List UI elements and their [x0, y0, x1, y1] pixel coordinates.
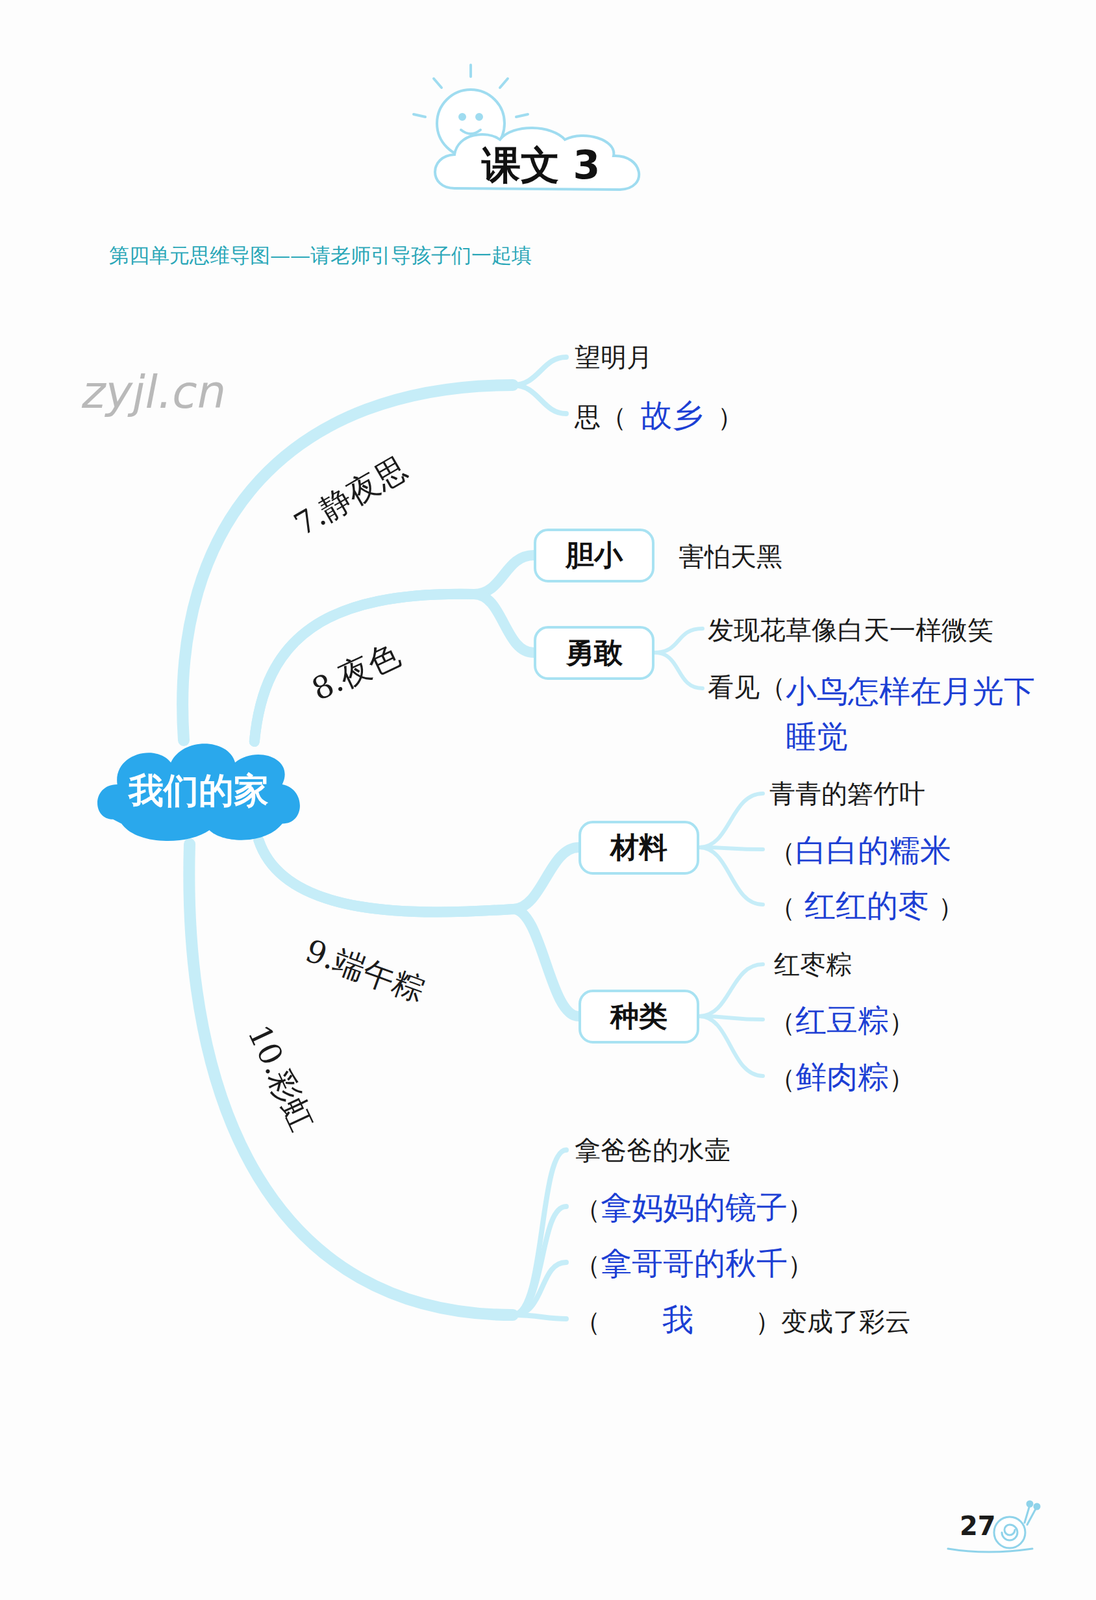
leaf-text: 红枣粽 [773, 949, 852, 980]
leaf-text: 白白的糯米 [795, 831, 952, 869]
center-cloud: 我们的家 [91, 736, 306, 846]
leaf-text: ） [787, 1194, 814, 1224]
leaf-text: 看见（ [707, 672, 786, 702]
leaf-text: ）变成了彩云 [755, 1306, 911, 1337]
page-number-row: 27 [959, 1507, 997, 1545]
category-box: 胆小 [533, 528, 655, 583]
leaf-text-row: （拿哥哥的秋千） [574, 1241, 814, 1285]
leaf-text: 拿妈妈的镜子 [600, 1188, 788, 1226]
leaf-text: （ [769, 1063, 796, 1094]
leaf-text: 小鸟怎样在月光下睡觉 [785, 668, 1046, 760]
watermark-row: zyjl.cn [81, 360, 226, 424]
leaf-text: 害怕天黑 [678, 541, 783, 572]
node-text: 胆小 [565, 536, 623, 575]
leaf-text: 故乡 [640, 396, 704, 434]
leaf-text: 拿哥哥的秋千 [600, 1244, 788, 1282]
leaf-text-row: 拿爸爸的水壶 [574, 1131, 731, 1169]
leaf-text: 青青的箬竹叶 [769, 778, 926, 809]
leaf-text-row: 青青的箬竹叶 [769, 775, 926, 812]
category-box: 材料 [578, 820, 700, 875]
branch-connector [254, 594, 534, 742]
node-text: 种类 [610, 997, 668, 1036]
branch-label: 8.夜色 [305, 633, 407, 711]
leaf-text: （ [769, 1007, 796, 1037]
branch-lines [182, 357, 763, 1319]
branch-connector [254, 555, 534, 742]
leaf-text: ） [888, 1007, 915, 1037]
branch-label: 7.静夜思 [286, 448, 415, 546]
leaf-text-row: （ 红红的枣 ） [769, 883, 965, 928]
title-text: 课文 3 [481, 139, 601, 193]
leaf-text-row: 思（ 故乡 ） [574, 393, 744, 437]
watermark: zyjl.cn [81, 365, 226, 419]
leaf-text: （ [574, 1194, 601, 1224]
leaf-text: 发现花草像白天一样微笑 [707, 614, 994, 645]
subtitle: 第四单元思维导图——请老师引导孩子们一起填 [109, 243, 532, 267]
branch-label: 9.端午粽 [299, 929, 430, 1011]
leaf-text-row: 发现花草像白天一样微笑 [707, 611, 994, 648]
leaf-text-row: （鲜肉粽） [769, 1055, 915, 1099]
node-text: 勇敢 [565, 633, 623, 673]
leaf-text: 思（ [574, 401, 627, 432]
category-box: 勇敢 [533, 625, 655, 680]
leaf-text: ） [938, 892, 965, 922]
leaf-text-row: （白白的糯米 [769, 828, 952, 872]
category-box: 种类 [578, 989, 700, 1044]
leaf-text: （ [769, 892, 796, 922]
leaf-text-row: （ 我 ）变成了彩云 [574, 1297, 911, 1342]
page-number: 27 [959, 1510, 997, 1541]
node-text: 我们的家 [128, 767, 269, 815]
subtitle-row: 第四单元思维导图——请老师引导孩子们一起填 [109, 241, 532, 270]
leaf-text: （ [769, 836, 796, 867]
leaf-text-row: 红枣粽 [773, 946, 852, 983]
leaf-text-row: （拿妈妈的镜子） [574, 1185, 814, 1230]
snail-icon [947, 1501, 1040, 1552]
leaf-text: 红豆粽 [795, 1001, 889, 1039]
leaf-text: 拿爸爸的水壶 [574, 1134, 731, 1165]
leaf-text-row: 望明月 [574, 338, 653, 376]
node-text: 材料 [610, 828, 668, 867]
leaf-text: ） [787, 1249, 814, 1280]
leaf-text: ） [717, 401, 744, 432]
leaf-text: （ [574, 1249, 601, 1280]
leaf-text-row: 害怕天黑 [678, 538, 783, 575]
leaf-text: 鲜肉粽 [795, 1058, 889, 1095]
branch-label: 10.彩虹 [238, 1018, 324, 1137]
leaf-text-row: 看见（小鸟怎样在月光下睡觉 [707, 668, 1046, 760]
leaf-text-row: （红豆粽） [769, 998, 915, 1043]
leaf-text: （ [574, 1306, 601, 1337]
leaf-text: ） [888, 1063, 915, 1094]
leaf-text: 望明月 [574, 342, 653, 373]
branch-connector [258, 840, 579, 913]
branch-connector [258, 840, 579, 1017]
leaf-text: 红红的枣 [804, 886, 930, 924]
cloud-outline [97, 743, 300, 841]
leaf-text: 我 [662, 1301, 694, 1338]
